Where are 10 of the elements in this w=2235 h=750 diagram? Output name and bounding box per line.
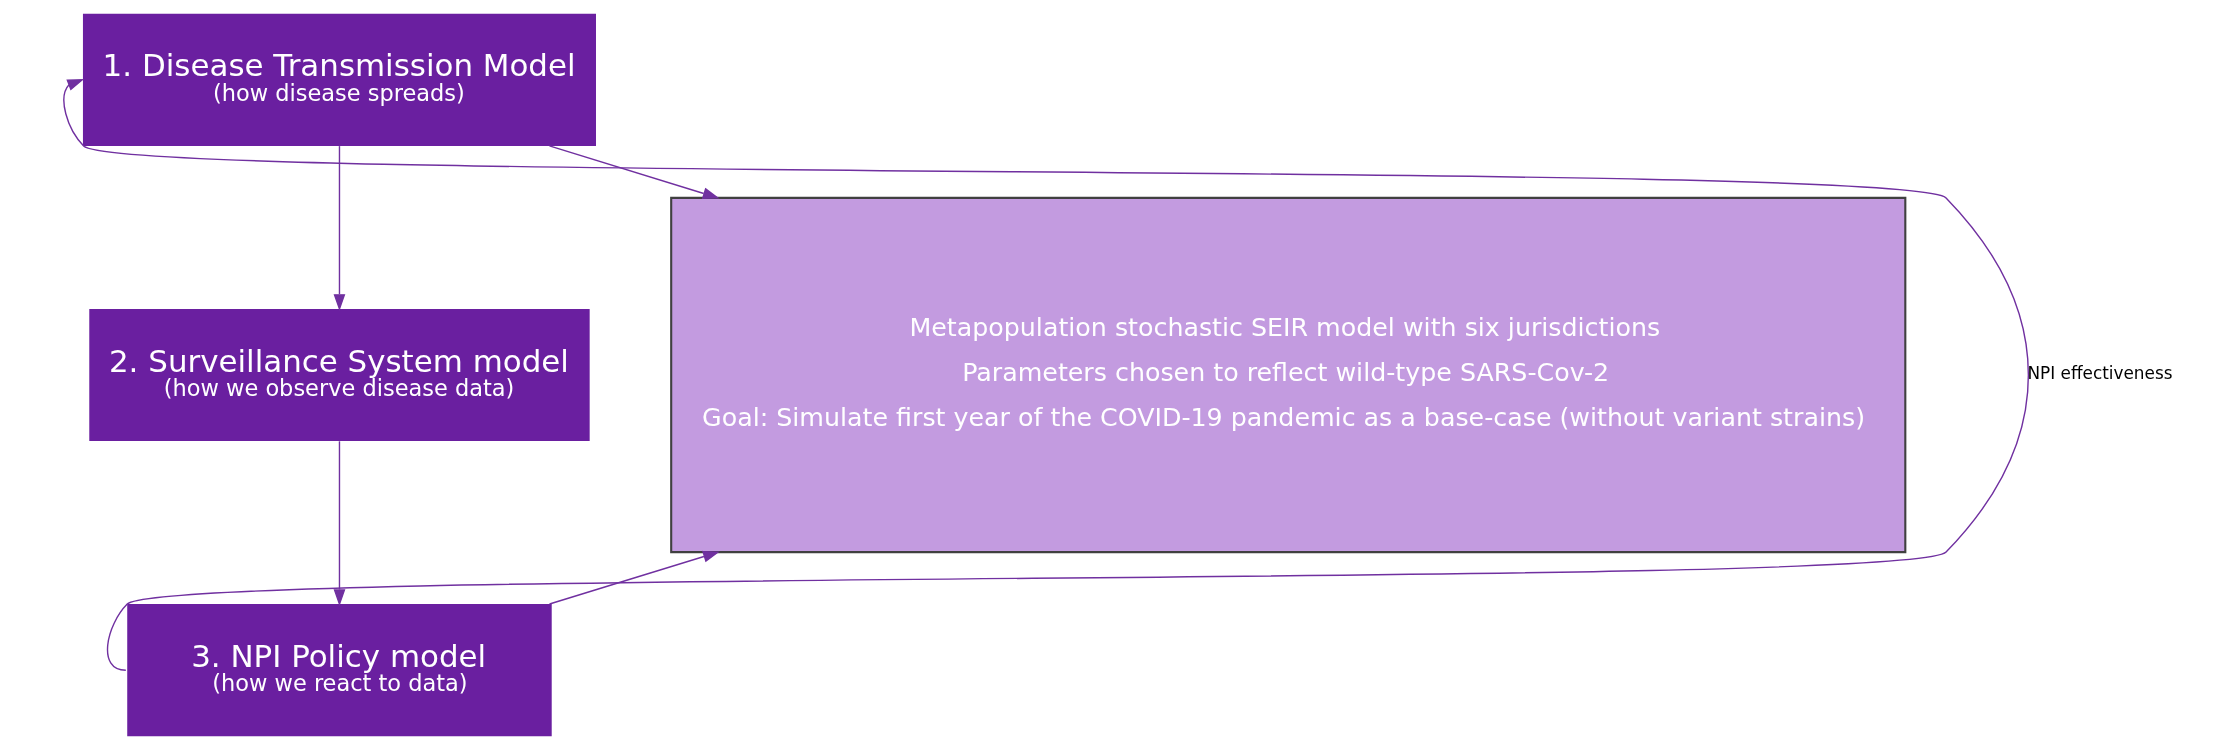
node-box: Metapopulation stochastic SEIR model with six jurisdictions Parameters chosen to reflect wild-type SARS-Cov-2 Goal: Simulate first year of the COVID-19 pandemic as a base-case (without variant strains): [669, 196, 1906, 554]
arrow: [548, 550, 720, 605]
arrow: [333, 440, 345, 607]
arrow: [62, 79, 2029, 671]
node-box: 2. Surveillance System model (how we observe disease data): [88, 308, 590, 442]
edge-label: NPI effectiveness: [2026, 363, 2172, 384]
arrow: [548, 145, 720, 200]
node-box: 1. Disease Transmission Model (how disease spreads): [82, 13, 596, 146]
arrow: [333, 145, 345, 312]
node-box: 3. NPI Policy model (how we react to data): [126, 604, 552, 737]
